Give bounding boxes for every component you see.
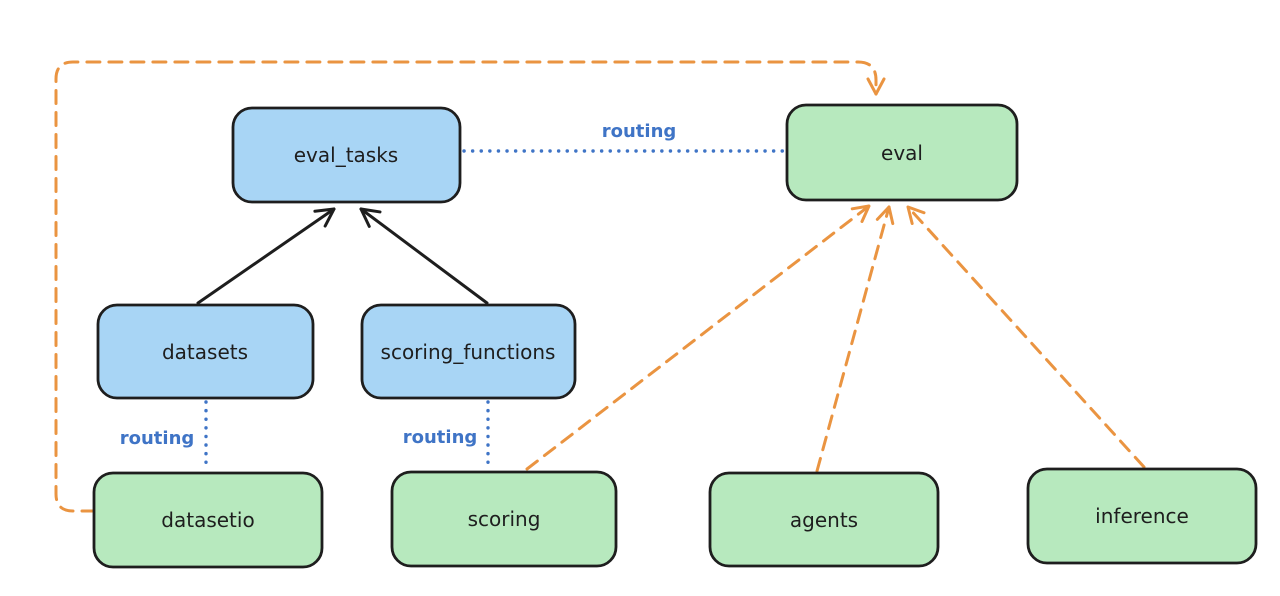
arrow-scoring-functions-to-eval-tasks (359, 207, 489, 305)
dependency-arrow-scoring-to-eval (525, 204, 871, 471)
arrow-datasets-to-eval-tasks (196, 207, 336, 305)
node-scoring: scoring (390, 470, 618, 568)
routing-label-scoring-functions-scoring: routing (403, 427, 478, 448)
datasetio-box (92, 471, 324, 569)
datasetio-label: datasetio (161, 508, 254, 532)
scoring-box (390, 470, 618, 568)
eval-box (785, 103, 1019, 202)
scoring-label: scoring (468, 507, 541, 531)
dependency-arrow-datasetio-to-eval (54, 60, 886, 513)
dependency-arrow-inference-to-eval (906, 205, 1146, 469)
datasets-box (96, 303, 315, 400)
scoring-functions-box (360, 303, 577, 400)
inference-box (1026, 467, 1258, 565)
node-datasets: datasets (96, 303, 315, 400)
datasets-label: datasets (162, 340, 248, 364)
scoring-functions-label: scoring_functions (381, 340, 556, 364)
node-inference: inference (1026, 467, 1258, 565)
routing-label-eval-tasks-eval: routing (602, 121, 677, 142)
node-eval-tasks: eval_tasks (231, 106, 462, 204)
eval-label: eval (881, 141, 923, 165)
node-datasetio: datasetio (92, 471, 324, 569)
agents-label: agents (790, 508, 858, 532)
dependency-arrow-agents-to-eval (815, 205, 895, 473)
routing-label-datasets-datasetio: routing (120, 428, 195, 449)
eval-tasks-label: eval_tasks (294, 143, 398, 167)
eval-tasks-box (231, 106, 462, 204)
agents-box (708, 471, 940, 568)
node-scoring-functions: scoring_functions (360, 303, 577, 400)
inference-label: inference (1095, 504, 1189, 528)
node-eval: eval (785, 103, 1019, 202)
node-agents: agents (708, 471, 940, 568)
